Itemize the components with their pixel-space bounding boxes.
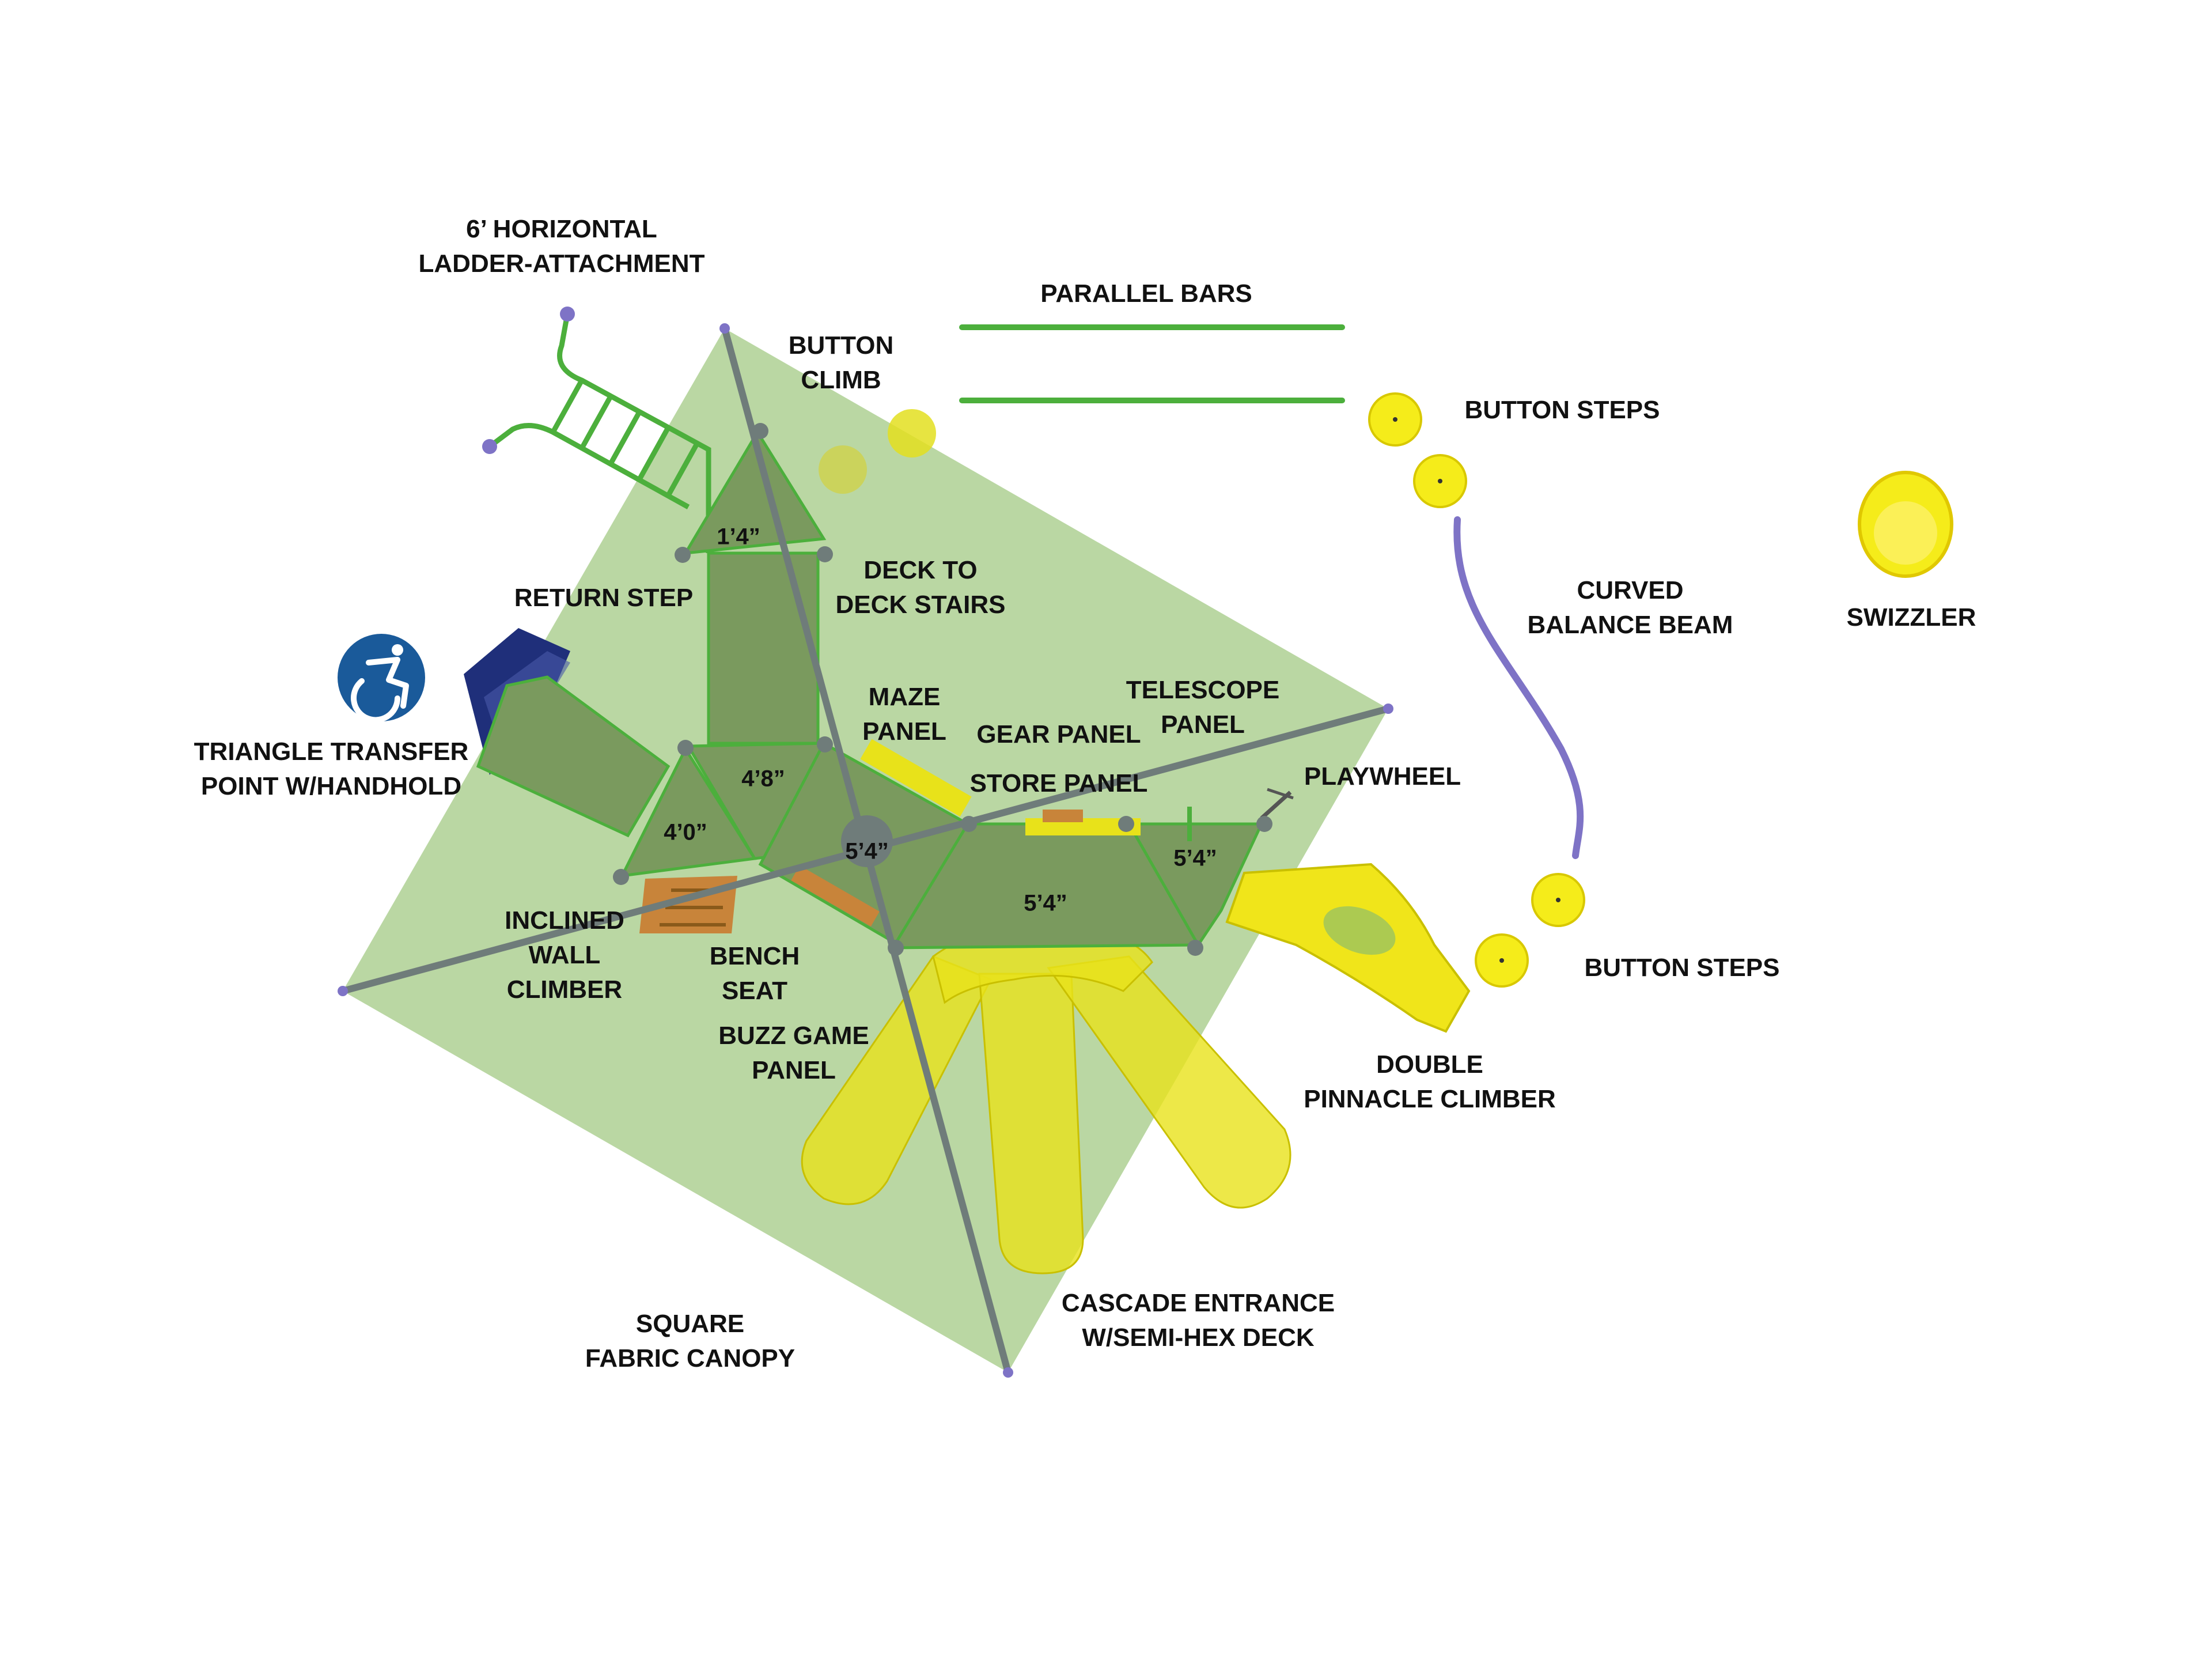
button-climb-disc <box>888 409 936 457</box>
button-step-bolt <box>1393 417 1397 422</box>
label-button-steps-bottom: BUTTON STEPS <box>1584 954 1780 982</box>
deck-posts <box>613 423 1272 956</box>
pole-cap <box>338 986 348 996</box>
button-step-bolt <box>1438 479 1442 483</box>
deck-height-main: 5’4” <box>1024 890 1067 916</box>
buzz-game-panel <box>791 865 880 926</box>
ladder-post-cap <box>482 439 497 454</box>
playwheel-handle <box>1267 788 1294 800</box>
button-step-bolt <box>1556 898 1560 902</box>
label-parallel-bars: PARALLEL BARS <box>1040 279 1252 308</box>
label-gear-panel: GEAR PANEL <box>976 720 1141 748</box>
button-climb-disc <box>819 445 867 494</box>
deck-to-deck-stairs <box>707 551 820 745</box>
pole-cap <box>719 323 730 334</box>
right-deck <box>1126 822 1264 948</box>
pole-cap <box>1003 1367 1013 1378</box>
pole-cap <box>1383 704 1393 714</box>
cascade-slides <box>801 926 1291 1275</box>
deck-height-top: 1’4” <box>717 524 760 550</box>
parallel-bars <box>959 324 1345 403</box>
wheelchair-accessible-icon <box>338 634 425 723</box>
swizzler-seat <box>1874 501 1937 565</box>
ladder-post-cap <box>560 307 575 322</box>
deck-height-mid: 4’8” <box>741 766 785 792</box>
top-deck <box>683 429 827 555</box>
deck-height-hub: 5’4” <box>845 838 889 864</box>
maze-panel <box>860 739 972 817</box>
transfer-walkway <box>476 675 671 838</box>
label-return-step: RETURN STEP <box>514 584 694 612</box>
label-store-panel: STORE PANEL <box>969 769 1148 797</box>
label-button-steps-top: BUTTON STEPS <box>1464 396 1660 424</box>
label-swizzler: SWIZZLER <box>1846 603 1976 631</box>
curved-balance-beam <box>1453 516 1584 859</box>
gear-panel <box>1043 810 1083 822</box>
label-playwheel: PLAYWHEEL <box>1304 762 1461 791</box>
deck-height-right: 5’4” <box>1173 845 1217 871</box>
horizontal-ladder <box>488 313 711 553</box>
double-pinnacle-climber <box>1225 863 1471 1033</box>
deck-height-left: 4’0” <box>664 819 707 845</box>
button-step-bolt <box>1499 958 1504 963</box>
left-deck <box>619 746 757 878</box>
